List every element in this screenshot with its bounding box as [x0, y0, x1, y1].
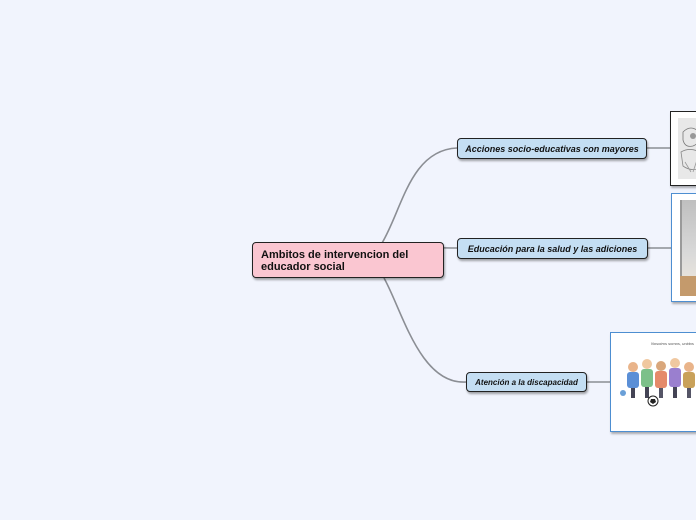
branch-topic-label: Educación para la salud y las adiciones — [467, 243, 638, 254]
branch-topic-discapacidad[interactable]: Atención a la discapacidad — [466, 372, 587, 392]
connector-root-to-branch-1 — [381, 147, 458, 244]
branch-topic-acciones-mayores[interactable]: Acciones socio-educativas con mayores — [457, 138, 647, 159]
children-group-illustration-icon — [620, 358, 695, 407]
branch-topic-educacion-salud[interactable]: Educación para la salud y las adiciones — [457, 238, 648, 259]
health-photo-thumbnail-icon — [680, 200, 696, 296]
elderly-sketch-thumbnail-icon — [678, 118, 696, 179]
children-group-illustration[interactable]: Nosotros somos, unidos — [610, 332, 696, 432]
central-topic[interactable]: Ambitos de intervencion del educador soc… — [252, 242, 444, 278]
elderly-sketch-thumbnail[interactable] — [670, 111, 696, 186]
branch-topic-label: Atención a la discapacidad — [475, 377, 578, 387]
central-topic-label: Ambitos de intervencion del educador soc… — [261, 249, 409, 273]
branch-topic-label: Acciones socio-educativas con mayores — [465, 143, 639, 154]
connector-root-to-branch-3 — [383, 277, 467, 383]
health-photo-thumbnail[interactable] — [671, 193, 696, 302]
illustration-caption: Nosotros somos, unidos — [651, 341, 694, 346]
